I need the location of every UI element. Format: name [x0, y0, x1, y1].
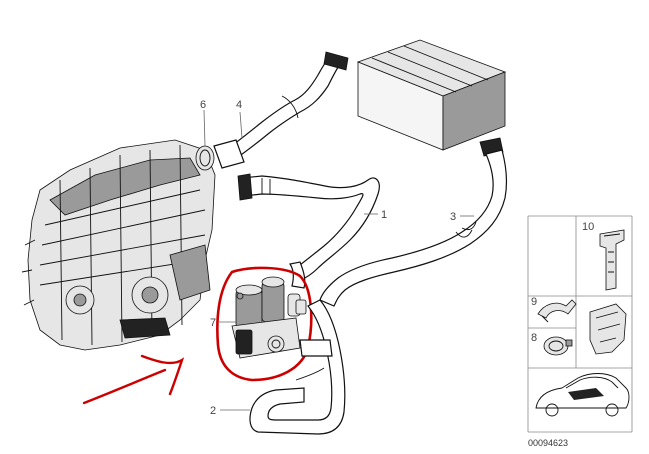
callout-3: 3	[450, 211, 456, 223]
callout-1: 1	[381, 209, 387, 221]
part-9-clip	[537, 299, 577, 323]
vehicle-outline	[535, 373, 630, 417]
heater-core	[356, 39, 507, 151]
parts-inset-panel	[527, 215, 633, 433]
diagram-id: 00094623	[528, 438, 568, 448]
water-valve-7	[231, 276, 307, 359]
highlight-circle	[216, 266, 313, 382]
engine-block	[21, 139, 216, 351]
part-8-clamp	[543, 336, 573, 356]
callout-9: 9	[531, 296, 537, 308]
hose-4	[213, 51, 349, 169]
callout-2: 2	[210, 405, 216, 417]
hose-1	[237, 173, 380, 289]
callout-10: 10	[582, 221, 594, 233]
callout-4: 4	[236, 99, 242, 111]
leader-lines	[203, 109, 474, 411]
callout-7: 7	[210, 317, 216, 329]
hose-3	[319, 137, 508, 307]
part-5-holder	[589, 303, 627, 355]
callout-6: 6	[200, 99, 206, 111]
clamp-6	[195, 145, 215, 171]
hose-2	[249, 299, 346, 435]
callout-8: 8	[531, 332, 537, 344]
part-10-bracket	[599, 229, 625, 291]
pointer-arrow	[82, 354, 185, 405]
